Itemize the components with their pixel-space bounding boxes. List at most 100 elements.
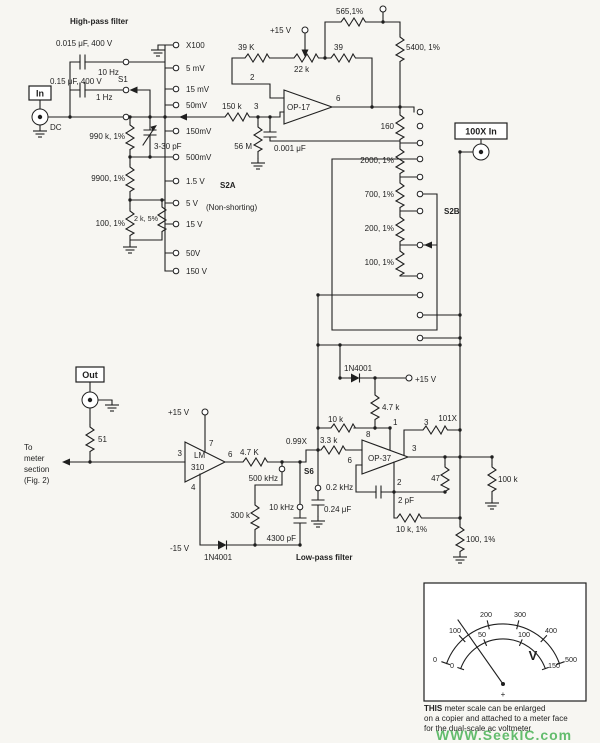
r100a-value: 100, 1% [96,219,125,228]
meter-outer-400: 400 [545,626,557,635]
op17-pin3: 3 [254,102,259,111]
op17-pin2: 2 [250,73,255,82]
pot-wiper-arrow [301,49,309,57]
r39-value: 39 [334,43,343,52]
lm310-pin7: 7 [209,439,214,448]
r33k-value: 3.3 k [320,436,338,445]
meter-inner-arc [459,638,547,670]
lm310-label-line2: 310 [191,463,205,472]
junction-dots [68,20,494,547]
s2a-wiper-arrow [179,113,187,121]
r47-value: 47 [431,474,440,483]
c024-value: 0.24 μF [324,505,351,514]
trimmer-value: 3-30 pF [154,142,182,151]
s1-label: S1 [118,75,128,84]
op37-label: OP-37 [368,454,392,463]
lm310-pin6: 6 [228,450,233,459]
input-jack-label: In [36,89,44,99]
meter-pivot [501,682,505,686]
meter-polarity: + [501,690,506,699]
meter-needle [457,619,504,685]
lm310-pin4: 4 [191,483,196,492]
switch-contact [416,334,424,342]
meter-outer-arc [445,623,561,665]
op37-pin2: 2 [397,478,402,487]
meter-inner-150: 150 [548,661,560,670]
d2-value: 1N4001 [204,553,233,562]
to-meter-arrow [62,458,70,466]
meter-inner-100: 100 [518,630,530,639]
switch-contact [314,484,322,492]
to-meter-line2: meter [24,454,45,463]
switch-contact [172,101,180,109]
meter-outer-200: 200 [480,610,492,619]
s2a-pos-15mv: 15 mV [186,85,210,94]
c4300-value: 4300 pF [267,534,296,543]
switch-contact [172,249,180,257]
c2pf-value: 2 pF [398,496,414,505]
gain-101x-label: 101X [438,414,457,423]
switch-contact [416,291,424,299]
switch-contact [122,58,130,66]
meter-ticks [441,620,565,671]
plus15-lm310-label: +15 V [168,408,190,417]
switch-contact [278,465,286,473]
op17-label: OP-17 [287,103,311,112]
switch-contact [172,64,180,72]
r150k-value: 150 k [222,102,243,111]
wires-input-divider [39,44,223,272]
s1-1hz-label: 1 Hz [96,93,112,102]
to-meter-line1: To [24,443,33,452]
100x-input-box [454,122,508,140]
switch-contact [416,207,424,215]
100x-input-label: 100X In [465,127,497,137]
meter-inner-0: 0 [450,661,454,670]
switch-contact [416,272,424,280]
op37-pin6: 6 [348,456,353,465]
s2a-note: (Non-shorting) [206,203,257,212]
meter-face-frame [423,582,587,702]
switch-contact [122,86,130,94]
d1-value: 1N4001 [344,364,373,373]
meter-outer-100: 100 [449,626,461,635]
plus15-op37-label: +15 V [415,375,437,384]
s2a-pos-x100: X100 [186,41,205,50]
output-connector [81,391,99,409]
r47kb-value: 4.7 k [382,403,400,412]
output-jack-box [75,366,105,383]
meter-caption-line3: for the dual-scale ac voltmeter [424,724,531,733]
r39k-value: 39 K [238,43,255,52]
switch-contact [296,503,304,511]
output-jack-label: Out [82,370,98,380]
r51-value: 51 [98,435,107,444]
s2a-pos-5mv: 5 mV [186,64,205,73]
s2a-pos-50mv: 50mV [186,101,208,110]
s1-dc-label: DC [50,123,62,132]
switch-contact [416,155,424,163]
opamp-lm310-body [184,441,227,483]
meter-unit: V [529,648,538,663]
switch-contact [172,153,180,161]
meter-caption-rest: meter scale can be enlarged [442,704,545,713]
switch-contact [122,113,130,121]
opamp-op17-body [283,89,334,125]
switch-contact [416,173,424,181]
s2a-pos-500mv: 500mV [186,153,212,162]
cap2-value: 0.15 μF, 400 V [50,77,102,86]
r10ka-value: 10 k [328,415,344,424]
switch-contact [172,41,180,49]
pot22k-value: 22 k [294,65,310,74]
100x-input-connector [472,143,490,161]
switch-contact [416,241,424,249]
s2b-wiper-arrow [424,241,432,249]
op37-pin1: 1 [393,418,398,427]
high-pass-title: High-pass filter [70,17,128,26]
op37-pin3: 3 [412,444,417,453]
lm310-pin3: 3 [178,449,183,458]
plus15-terminal-lm310 [201,408,209,416]
s2a-pos-150mv: 150mV [186,127,212,136]
switch-contact [416,139,424,147]
r100b-value: 100, 1% [365,258,394,267]
switch-contact [416,190,424,198]
